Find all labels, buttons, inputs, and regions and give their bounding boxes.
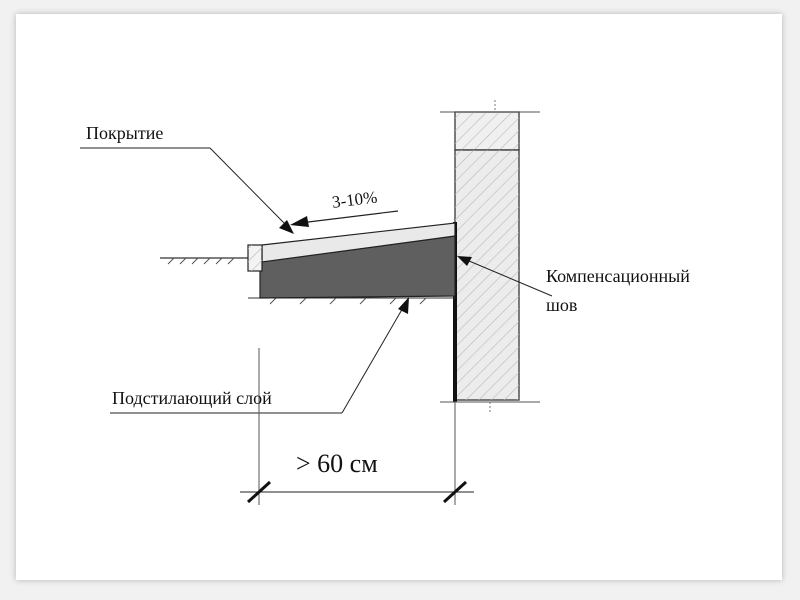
joint-label-line2: шов bbox=[546, 295, 577, 315]
underlay-label: Подстилающий слой bbox=[112, 388, 272, 408]
wall-body-hatch bbox=[455, 150, 519, 400]
dimension bbox=[240, 348, 474, 505]
coating-leader bbox=[80, 147, 294, 234]
curb-stone-hatch bbox=[248, 245, 262, 271]
wall-top-cap-hatch bbox=[455, 112, 519, 150]
joint-leader bbox=[457, 256, 553, 297]
dimension-label: > 60 см bbox=[296, 449, 378, 478]
dimension-tick-left bbox=[246, 480, 272, 504]
dimension-tick-right bbox=[442, 480, 468, 504]
underlay-arrowhead bbox=[398, 297, 409, 314]
blind-area bbox=[247, 222, 456, 299]
ground-hatch-left bbox=[167, 257, 235, 265]
underlay-leader bbox=[110, 297, 409, 414]
coating-arrowhead bbox=[279, 220, 294, 234]
slope-arrowhead bbox=[290, 216, 309, 227]
joint-label-line1: Компенсационный bbox=[546, 266, 690, 286]
slope-label: 3-10% bbox=[331, 187, 378, 211]
wall bbox=[440, 100, 540, 414]
ground bbox=[160, 257, 455, 305]
slope-arrow bbox=[290, 210, 399, 227]
coating-label: Покрытие bbox=[86, 123, 163, 143]
ground-hatch-under bbox=[269, 297, 427, 305]
joint-arrowhead bbox=[457, 256, 472, 266]
